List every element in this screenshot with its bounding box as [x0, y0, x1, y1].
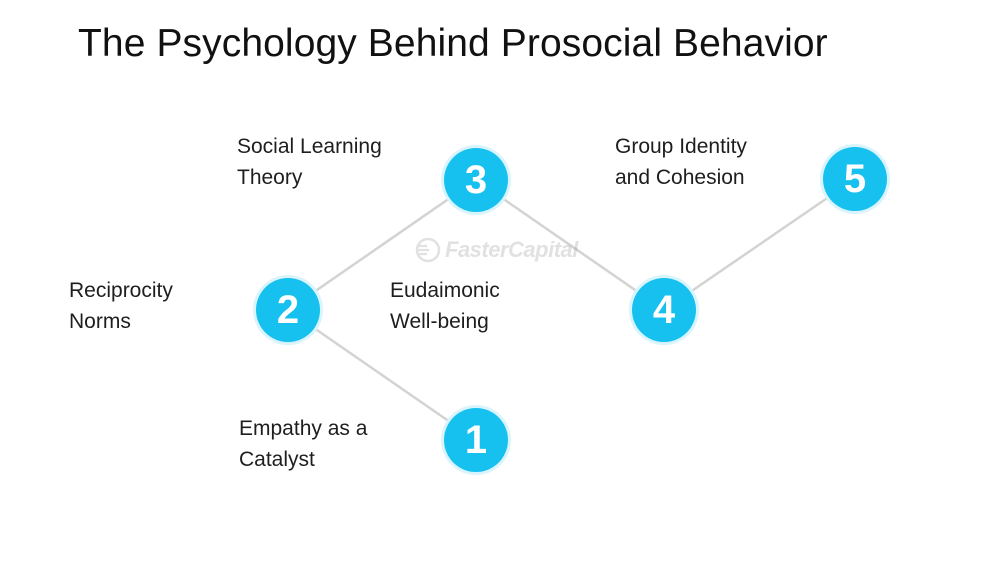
- connector-4-5: [662, 177, 857, 312]
- step-label-3: Social Learning Theory: [237, 135, 382, 189]
- watermark-text: FasterCapital: [445, 237, 578, 262]
- step-node-5: 5: [823, 147, 887, 211]
- step-label-5: Group Identity and Cohesion: [615, 135, 747, 189]
- step-number: 3: [464, 158, 488, 202]
- step-node-3: 3: [444, 148, 508, 212]
- watermark: FasterCapital: [415, 237, 578, 263]
- step-label-4: Eudaimonic Well-being: [390, 279, 500, 333]
- connector-3-4: [474, 178, 666, 312]
- step-node-4: 4: [632, 278, 696, 342]
- step-number: 1: [464, 418, 488, 462]
- page-title: The Psychology Behind Prosocial Behavior: [78, 22, 828, 65]
- step-number: 5: [843, 157, 867, 201]
- step-node-2: 2: [256, 278, 320, 342]
- step-node-1: 1: [444, 408, 508, 472]
- step-number: 2: [276, 288, 300, 332]
- connector-1-2: [286, 308, 478, 442]
- connector-2-3: [286, 178, 478, 312]
- step-label-2: Reciprocity Norms: [69, 279, 173, 333]
- step-label-1: Empathy as a Catalyst: [239, 417, 368, 471]
- watermark-logo-icon: [415, 237, 441, 263]
- step-number: 4: [652, 288, 676, 332]
